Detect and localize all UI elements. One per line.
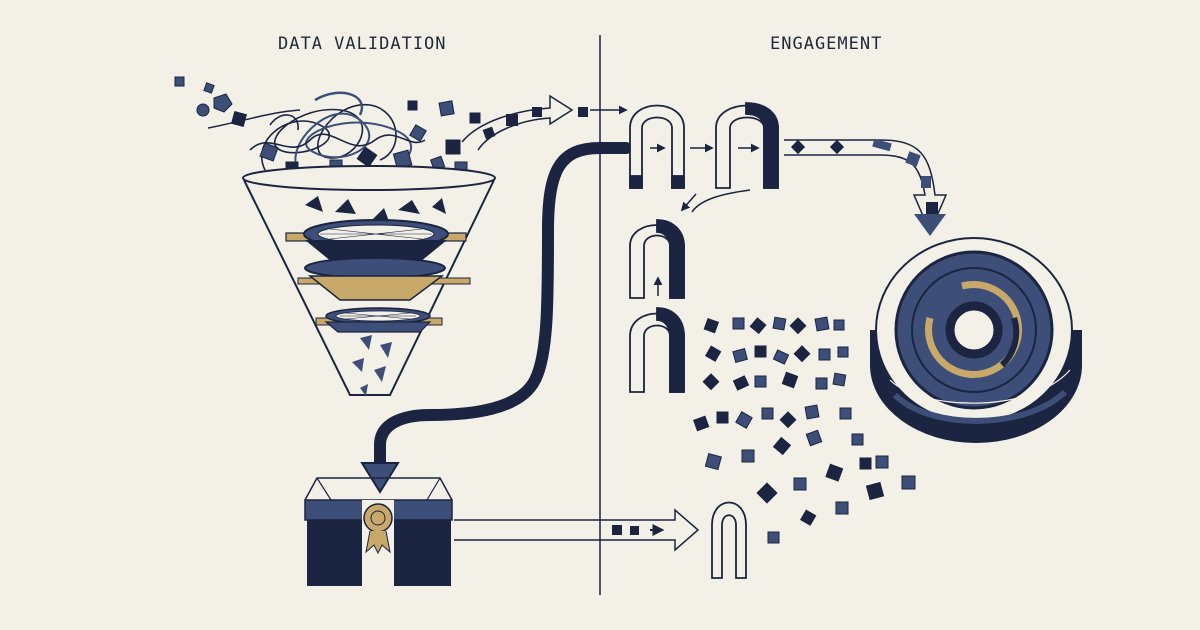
funnel-icon	[242, 165, 496, 396]
sieve-icon	[315, 307, 443, 333]
tangled-data-icon	[249, 91, 426, 173]
output-arrow	[454, 508, 700, 552]
chest-icon	[304, 477, 453, 586]
sieve-icon	[297, 257, 471, 301]
flow-arrow	[461, 94, 628, 151]
target-ring-icon	[870, 237, 1082, 443]
incoming-data-fragments	[174, 76, 481, 171]
seal-icon	[363, 503, 393, 533]
magnet-icon	[629, 219, 685, 299]
flow-arrow	[784, 138, 948, 236]
magnet-icon	[711, 501, 747, 579]
magnet-icon	[629, 104, 685, 189]
data-fragment-icon	[693, 316, 916, 544]
magnet-icon	[629, 307, 685, 393]
magnet-icon	[715, 102, 779, 189]
sieve-icon	[285, 219, 467, 262]
section-title-data-validation: DATA VALIDATION	[278, 34, 447, 54]
section-title-engagement: ENGAGEMENT	[770, 34, 883, 54]
pipeline-path	[374, 142, 632, 476]
